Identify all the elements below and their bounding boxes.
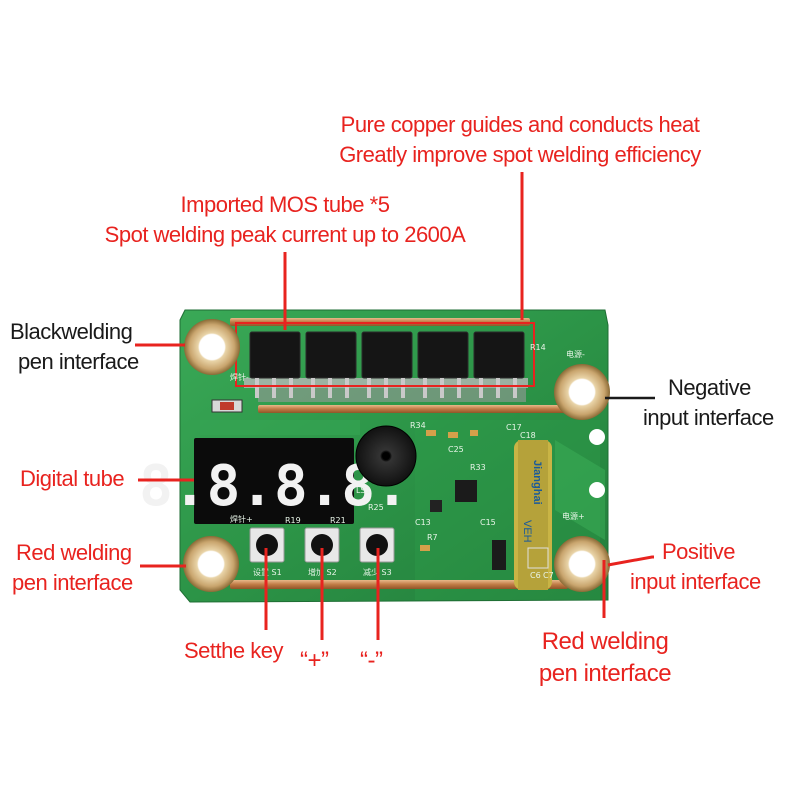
annotation-copper: Pure copper guides and conducts heat Gre…: [300, 110, 740, 170]
silk-c6: C6: [530, 571, 541, 580]
annotation-negative: Negative input interface: [643, 373, 774, 433]
annotation-black-pen-line1: Blackwelding: [10, 319, 133, 344]
silk-c17: C17: [506, 423, 522, 432]
annotation-digital: Digital tube: [20, 464, 125, 494]
tactile-buttons: [249, 527, 395, 563]
callout-lines: [135, 172, 654, 640]
annotation-red-pen-left-line1: Red welding: [16, 540, 132, 565]
silk-r33: R33: [470, 463, 486, 472]
callout-positive: [607, 555, 654, 567]
silk-c7: C7: [543, 571, 554, 580]
annotation-black-pen: Blackwelding pen interface: [10, 317, 139, 377]
electrolytic-capacitor: Jianghai VEH: [514, 440, 552, 590]
annotation-mos-line2: Spot welding peak current up to 2600A: [104, 222, 466, 247]
mos-tube: [249, 331, 301, 398]
silk-power-bottom: 电源+: [562, 511, 585, 521]
plus-key-button[interactable]: [304, 527, 340, 563]
silk-r19: R19: [285, 516, 301, 525]
copper-bar-bottom: [230, 580, 568, 589]
annotation-copper-line1: Pure copper guides and conducts heat: [340, 112, 700, 137]
mos-tubes: [249, 331, 525, 398]
annotation-digital-line1: Digital tube: [20, 466, 125, 491]
set-key-button[interactable]: [249, 527, 285, 563]
annotation-set-key: Setthe key: [184, 636, 283, 666]
annotation-positive-line2: input interface: [630, 569, 761, 594]
annotation-set-key-line1: Setthe key: [184, 638, 283, 663]
svg-text:Jianghai: Jianghai: [531, 460, 543, 505]
mos-tube: [361, 331, 413, 398]
annotation-positive-line1: Positive: [662, 539, 736, 564]
silk-ls1: LS1: [356, 486, 371, 495]
mos-tube: [417, 331, 469, 398]
mos-tube: [305, 331, 357, 398]
pads: [183, 319, 610, 592]
annotation-negative-line1: Negative: [668, 375, 751, 400]
annotation-red-pen-left: Red welding pen interface: [12, 538, 133, 598]
silk-pen-top: 焊针-: [230, 372, 249, 382]
annotation-minus-key: “-”: [360, 646, 383, 676]
annotation-negative-line2: input interface: [643, 405, 774, 430]
annotation-red-pen-right-line2: pen interface: [538, 660, 672, 687]
silk-r25: R25: [368, 503, 384, 512]
annotation-plus-key: “+”: [300, 646, 329, 676]
silk-c15: C15: [480, 518, 496, 527]
copper-bar-middle: [258, 405, 566, 413]
mcu-chip: [455, 480, 477, 502]
silk-r34: R34: [410, 421, 426, 430]
silk-c13: C13: [415, 518, 431, 527]
silk-c25: C25: [448, 445, 464, 454]
silk-r21: R21: [330, 516, 346, 525]
mos-tube: [473, 331, 525, 398]
annotation-red-pen-right: Red welding pen interface: [505, 626, 705, 690]
annotation-positive: Positive input interface: [630, 537, 761, 597]
silk-r7: R7: [427, 533, 438, 542]
silk-c18: C18: [520, 431, 536, 440]
silk-power-top: 电源-: [566, 349, 585, 359]
silk-pen-bottom: 焊针+: [230, 514, 253, 524]
annotation-plus-key-line1: “+”: [300, 647, 329, 674]
annotation-red-pen-right-line1: Red welding: [541, 628, 669, 655]
svg-text:VEH: VEH: [521, 520, 533, 543]
annotation-mos: Imported MOS tube *5 Spot welding peak c…: [75, 190, 495, 250]
annotation-copper-line2: Greatly improve spot welding efficiency: [339, 142, 701, 167]
silk-r14: R14: [530, 343, 546, 352]
annotation-black-pen-line2: pen interface: [18, 349, 139, 374]
annotation-minus-key-line1: “-”: [360, 647, 383, 674]
annotation-mos-line1: Imported MOS tube *5: [180, 192, 390, 217]
annotation-red-pen-left-line2: pen interface: [12, 570, 133, 595]
